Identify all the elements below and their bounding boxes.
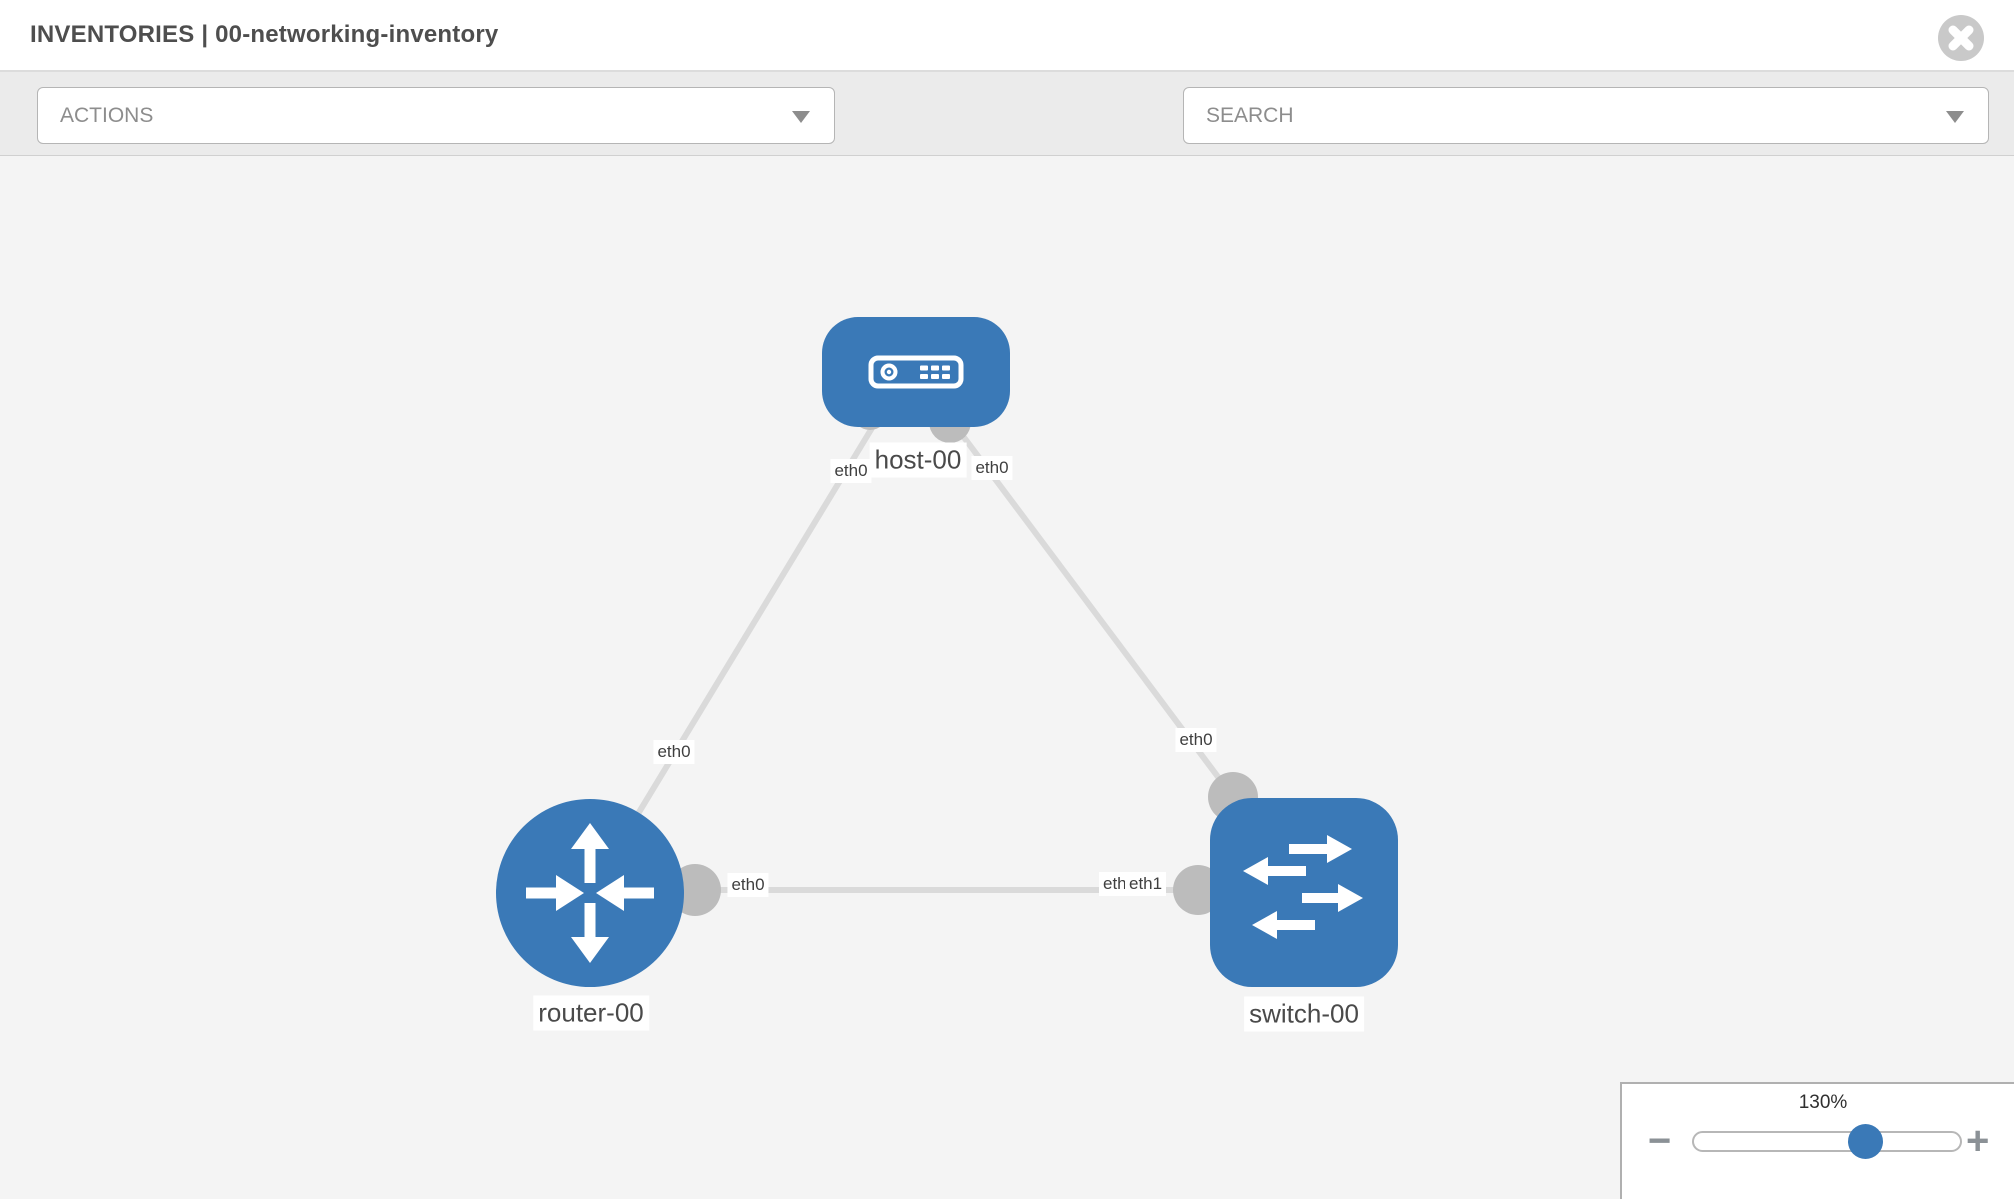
node-router-00[interactable] bbox=[496, 799, 684, 987]
interface-label: eth0 bbox=[1175, 728, 1217, 752]
zoom-slider-knob[interactable] bbox=[1848, 1124, 1883, 1159]
switch-icon bbox=[1243, 835, 1363, 939]
toolbar: ACTIONS SEARCH bbox=[0, 72, 2014, 207]
chevron-down-icon bbox=[1946, 111, 1964, 123]
topology-canvas[interactable]: host-00 router-00 switch-00 eth0 eth0 et… bbox=[0, 156, 2014, 1199]
search-dropdown-label: SEARCH bbox=[1206, 104, 1294, 127]
zoom-control-panel: 130% − + bbox=[1620, 1082, 2014, 1199]
interface-label: eth0 bbox=[971, 456, 1013, 480]
zoom-level-label: 130% bbox=[1798, 1092, 1848, 1113]
node-label-host: host-00 bbox=[869, 442, 967, 478]
host-icon bbox=[868, 355, 964, 389]
node-label-router: router-00 bbox=[533, 995, 649, 1031]
chevron-down-icon bbox=[792, 111, 810, 123]
interface-label: eth0 bbox=[653, 740, 695, 764]
router-icon bbox=[526, 823, 654, 963]
interface-label: eth0 bbox=[727, 873, 769, 897]
zoom-slider-track[interactable] bbox=[1692, 1131, 1962, 1152]
node-label-switch: switch-00 bbox=[1244, 996, 1364, 1032]
zoom-out-button[interactable]: − bbox=[1648, 1119, 1672, 1163]
actions-dropdown[interactable]: ACTIONS bbox=[37, 87, 835, 144]
node-host-00[interactable] bbox=[822, 317, 1010, 427]
zoom-in-button[interactable]: + bbox=[1966, 1119, 1990, 1163]
actions-dropdown-label: ACTIONS bbox=[60, 104, 154, 127]
node-switch-00[interactable] bbox=[1210, 798, 1398, 987]
search-dropdown[interactable]: SEARCH bbox=[1183, 87, 1989, 144]
interface-label: eth0 bbox=[830, 459, 872, 483]
close-icon bbox=[1948, 25, 1974, 51]
page-title: INVENTORIES | 00-networking-inventory bbox=[30, 21, 499, 48]
page-header: INVENTORIES | 00-networking-inventory bbox=[0, 0, 2014, 72]
interface-label: eth1 bbox=[1125, 872, 1167, 896]
topology-edges-layer bbox=[587, 394, 1304, 916]
close-button[interactable] bbox=[1938, 15, 1984, 61]
